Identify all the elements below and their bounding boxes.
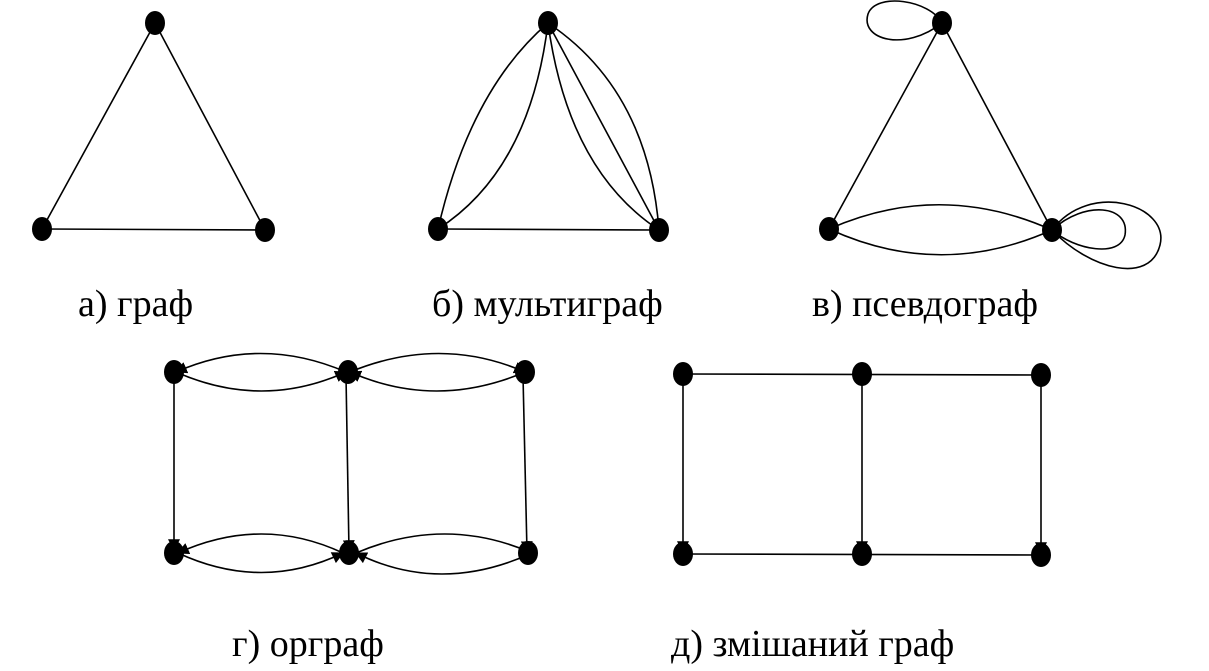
- pseudograph-loop: [1051, 201, 1162, 270]
- pseudograph-edge: [828, 203, 1053, 231]
- digraph-vertex: [164, 541, 184, 565]
- digraph-arc: [349, 352, 527, 374]
- pseudograph-vertex: [932, 11, 952, 35]
- digraph-arc: [177, 552, 345, 574]
- pseudograph-vertex: [1042, 218, 1062, 242]
- multigraph-edge: [547, 22, 660, 231]
- pseudograph-loop: [1051, 209, 1126, 250]
- digraph-vertex: [338, 360, 358, 384]
- caption-multigraph: б) мультиграф: [432, 283, 663, 325]
- digraph-arc: [342, 375, 355, 553]
- digraph-arc: [354, 552, 533, 575]
- graph-vertex: [32, 217, 52, 241]
- multigraph-edge: [437, 22, 549, 230]
- multigraph-edge: [547, 22, 660, 231]
- pseudograph: [819, 0, 1162, 270]
- pseudograph-edge: [828, 228, 1053, 256]
- digraph-vertex: [515, 360, 535, 384]
- mixed-vertex: [1031, 363, 1051, 387]
- multigraph-vertex: [649, 218, 669, 242]
- pseudograph-loop: [866, 0, 943, 41]
- multigraph: [428, 11, 669, 242]
- mixed-vertex: [852, 362, 872, 386]
- digraph-vertex: [339, 541, 359, 565]
- graph-vertex: [255, 218, 275, 242]
- digraph-arc: [520, 375, 533, 554]
- caption-graph: а) граф: [78, 283, 194, 325]
- mixed-vertex: [852, 542, 872, 566]
- digraph-arc: [355, 533, 534, 555]
- graph-vertex: [145, 11, 165, 35]
- pseudograph-edge: [941, 22, 1053, 231]
- digraph-arc: [348, 370, 526, 392]
- graph-edge: [154, 22, 266, 231]
- digraph-vertex: [518, 541, 538, 565]
- mixed-vertex: [1031, 543, 1051, 567]
- caption-pseudograph: в) псевдограф: [812, 283, 1039, 325]
- digraph-vertex: [164, 360, 184, 384]
- mixed-graph: [673, 362, 1051, 567]
- multigraph-edge: [437, 228, 660, 231]
- caption-mixed-graph: д) змішаний граф: [671, 623, 955, 665]
- graph-edge: [41, 22, 156, 230]
- digraph: [164, 352, 538, 575]
- caption-digraph: г) орграф: [232, 623, 384, 665]
- multigraph-edge: [547, 22, 660, 231]
- mixed-vertex: [673, 542, 693, 566]
- pseudograph-vertex: [819, 217, 839, 241]
- pseudograph-edge: [828, 22, 943, 230]
- digraph-arc: [175, 370, 348, 392]
- multigraph-vertex: [538, 11, 558, 35]
- simple-graph: [32, 11, 275, 242]
- multigraph-vertex: [428, 217, 448, 241]
- graph-edge: [41, 228, 266, 231]
- multigraph-edge: [437, 22, 549, 230]
- digraph-arc: [174, 352, 347, 374]
- digraph-arc: [176, 533, 344, 555]
- mixed-vertex: [673, 362, 693, 386]
